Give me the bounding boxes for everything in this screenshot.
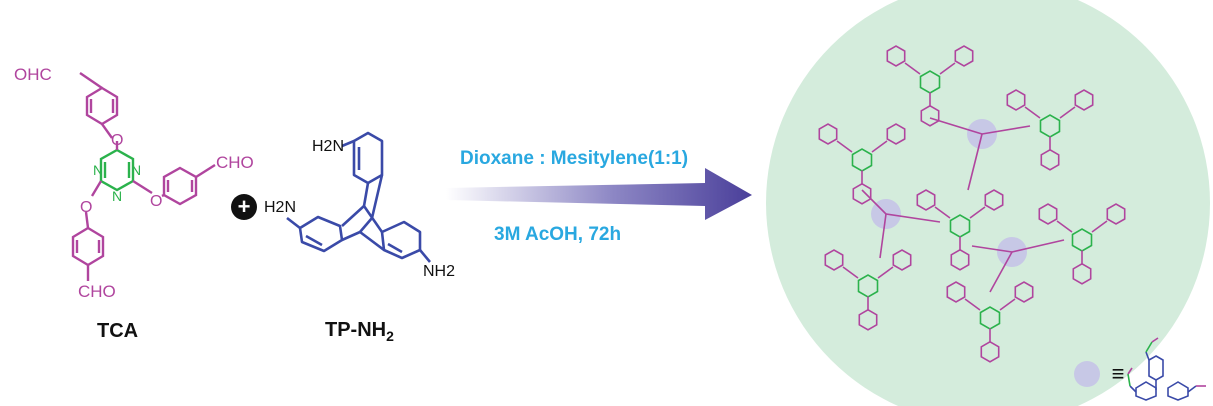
- tp-molecule: [286, 131, 431, 263]
- cof-benzene-ring: [892, 249, 912, 271]
- cof-imine-linker: [861, 189, 887, 215]
- tp-nh2-left: H2N: [264, 199, 296, 216]
- cof-imine-linker: [989, 251, 1013, 293]
- tp-name-label: TP-NH2: [325, 319, 394, 344]
- cof-benzene-ring: [1074, 89, 1094, 111]
- tca-triazine-ring: [99, 148, 135, 192]
- tca-n-right: N: [131, 162, 141, 178]
- cof-imine-linker: [929, 117, 983, 135]
- cof-benzene-ring: [818, 123, 838, 145]
- cof-ether-bond: [939, 62, 956, 75]
- cof-benzene-ring: [916, 189, 936, 211]
- cof-benzene-ring: [1106, 203, 1126, 225]
- cof-benzene-ring: [886, 123, 906, 145]
- cof-benzene-ring: [886, 45, 906, 67]
- cof-benzene-ring: [980, 340, 1000, 363]
- cof-ether-bond: [1091, 220, 1108, 233]
- cof-imine-linker: [971, 245, 1013, 253]
- cof-ether-bond: [1059, 106, 1076, 119]
- cof-ether-bond: [904, 62, 921, 75]
- cof-imine-linker: [981, 125, 1031, 135]
- cof-ether-bond: [999, 298, 1016, 311]
- plus-symbol: +: [238, 194, 251, 219]
- cof-benzene-ring: [984, 189, 1004, 211]
- reaction-arrow: [446, 168, 752, 220]
- cof-ether-bond: [964, 298, 981, 311]
- cof-benzene-ring: [824, 249, 844, 271]
- cof-ether-bond: [842, 266, 859, 279]
- legend-imine-bonds: [1127, 337, 1206, 387]
- cof-ether-bond: [934, 206, 951, 219]
- tca-o-right: O: [150, 193, 162, 210]
- legend-tp-structure: [1129, 351, 1197, 401]
- cof-ether-bond: [836, 140, 853, 153]
- cof-imine-linker: [967, 133, 983, 191]
- solvent-condition: Dioxane : Mesitylene(1:1): [460, 148, 688, 169]
- cof-benzene-ring: [950, 248, 970, 271]
- legend-node-circle: [1074, 361, 1100, 387]
- tca-name-label: TCA: [97, 320, 138, 342]
- tca-o-left: O: [80, 199, 92, 216]
- tca-o-top: O: [111, 132, 123, 149]
- tp-nh2-right: NH2: [423, 263, 455, 280]
- catalyst-condition: 3M AcOH, 72h: [494, 224, 621, 245]
- cof-ether-bond: [1056, 220, 1073, 233]
- cof-ether-bond: [877, 266, 894, 279]
- tca-cho-bottom-label: CHO: [78, 282, 116, 301]
- cof-benzene-ring: [1072, 262, 1092, 285]
- tca-n-left: N: [93, 162, 103, 178]
- cof-benzene-ring: [858, 308, 878, 331]
- cof-imine-linker: [885, 213, 941, 223]
- cof-ether-bond: [969, 206, 986, 219]
- cof-ether-bond: [1024, 106, 1041, 119]
- plus-circle: [231, 194, 257, 220]
- tca-molecule: [71, 72, 216, 281]
- tca-cho-top-label: OHC: [14, 65, 52, 84]
- cof-background-circle: [766, 0, 1210, 406]
- cof-ether-bond: [871, 140, 888, 153]
- cof-benzene-ring: [1040, 148, 1060, 171]
- cof-benzene-ring: [920, 104, 940, 127]
- cof-benzene-ring: [954, 45, 974, 67]
- tca-n-bottom: N: [112, 188, 122, 204]
- cof-benzene-ring: [1014, 281, 1034, 303]
- cof-imine-linker: [879, 213, 887, 259]
- cof-benzene-ring: [1006, 89, 1026, 111]
- tca-cho-right-label: CHO: [216, 153, 254, 172]
- cof-benzene-ring: [852, 182, 872, 205]
- tp-nh2-top: H2N: [312, 138, 344, 155]
- cof-benzene-ring: [946, 281, 966, 303]
- cof-benzene-ring: [1038, 203, 1058, 225]
- legend-equiv-symbol: ≡: [1112, 361, 1125, 386]
- cof-network: [818, 45, 1126, 363]
- cof-imine-linker: [1011, 239, 1065, 253]
